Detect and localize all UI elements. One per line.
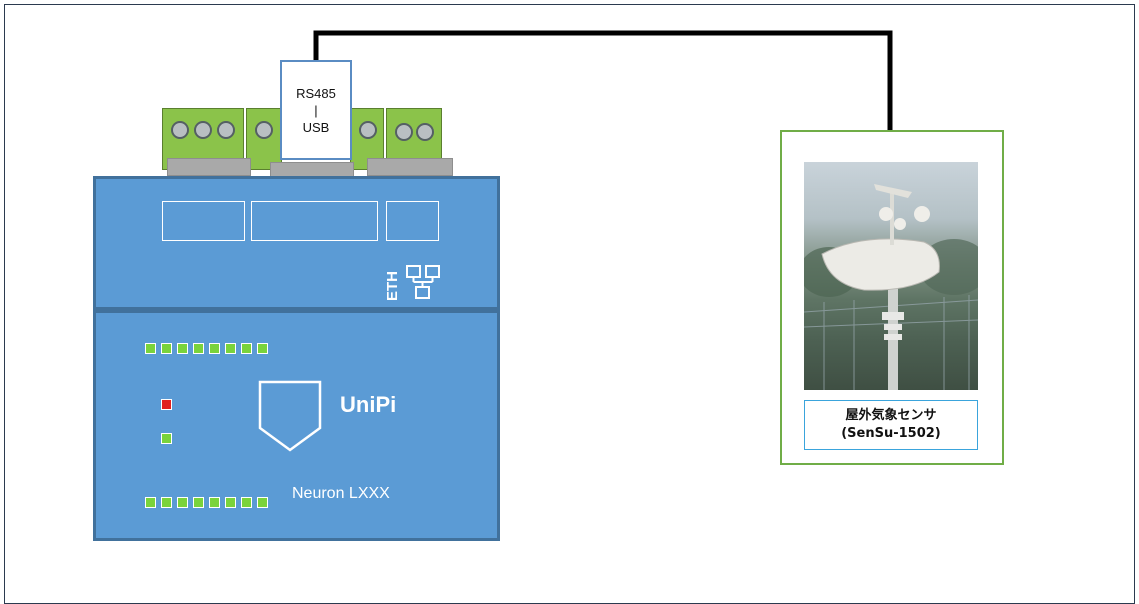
weather-sensor-photo xyxy=(804,162,978,390)
led-indicator xyxy=(193,343,204,354)
led-indicator xyxy=(241,497,252,508)
weather-station-illustration xyxy=(804,184,978,390)
led-indicator xyxy=(161,497,172,508)
model-name: Neuron LXXX xyxy=(292,485,390,502)
led-indicator xyxy=(225,497,236,508)
led-indicator xyxy=(257,343,268,354)
converter-label-rs485: RS485 xyxy=(296,85,336,101)
led-indicator xyxy=(225,343,236,354)
led-indicator xyxy=(145,343,156,354)
led-indicator xyxy=(177,497,188,508)
converter-label-usb: USB xyxy=(302,119,330,135)
terminal-rail xyxy=(167,158,251,176)
connector-slot xyxy=(386,201,439,241)
brand-name: UniPi xyxy=(340,392,397,417)
terminal-block-mid xyxy=(246,108,282,170)
rs485-usb-converter: RS485 | USB xyxy=(280,60,352,160)
screw-icon xyxy=(217,121,235,139)
network-icon xyxy=(406,265,440,299)
led-indicator xyxy=(161,433,172,444)
eth-label: ETH xyxy=(384,271,401,301)
terminal-rail xyxy=(367,158,453,176)
controller-top-panel: ETH xyxy=(93,176,500,310)
led-indicator xyxy=(257,497,268,508)
led-indicator-red xyxy=(161,399,172,410)
sensor-model: (SenSu-1502) xyxy=(841,426,941,441)
sensor-caption: 屋外気象センサ (SenSu-1502) xyxy=(804,400,978,450)
led-indicator xyxy=(177,343,188,354)
controller-bottom-panel xyxy=(93,310,500,541)
led-indicator xyxy=(209,497,220,508)
led-indicator xyxy=(209,343,220,354)
sensor-name: 屋外気象センサ xyxy=(845,408,937,423)
shield-logo-icon xyxy=(258,380,322,452)
screw-icon xyxy=(255,121,273,139)
screw-icon xyxy=(194,121,212,139)
screw-icon xyxy=(171,121,189,139)
led-indicator xyxy=(241,343,252,354)
connector-slot xyxy=(162,201,245,241)
weather-sensor-card: 屋外気象センサ (SenSu-1502) xyxy=(780,130,1004,465)
connector-slot xyxy=(251,201,378,241)
led-indicator xyxy=(193,497,204,508)
screw-icon xyxy=(359,121,377,139)
led-indicator xyxy=(145,497,156,508)
screw-icon xyxy=(395,123,413,141)
screw-icon xyxy=(416,123,434,141)
led-indicator xyxy=(161,343,172,354)
converter-label-separator: | xyxy=(314,102,318,118)
